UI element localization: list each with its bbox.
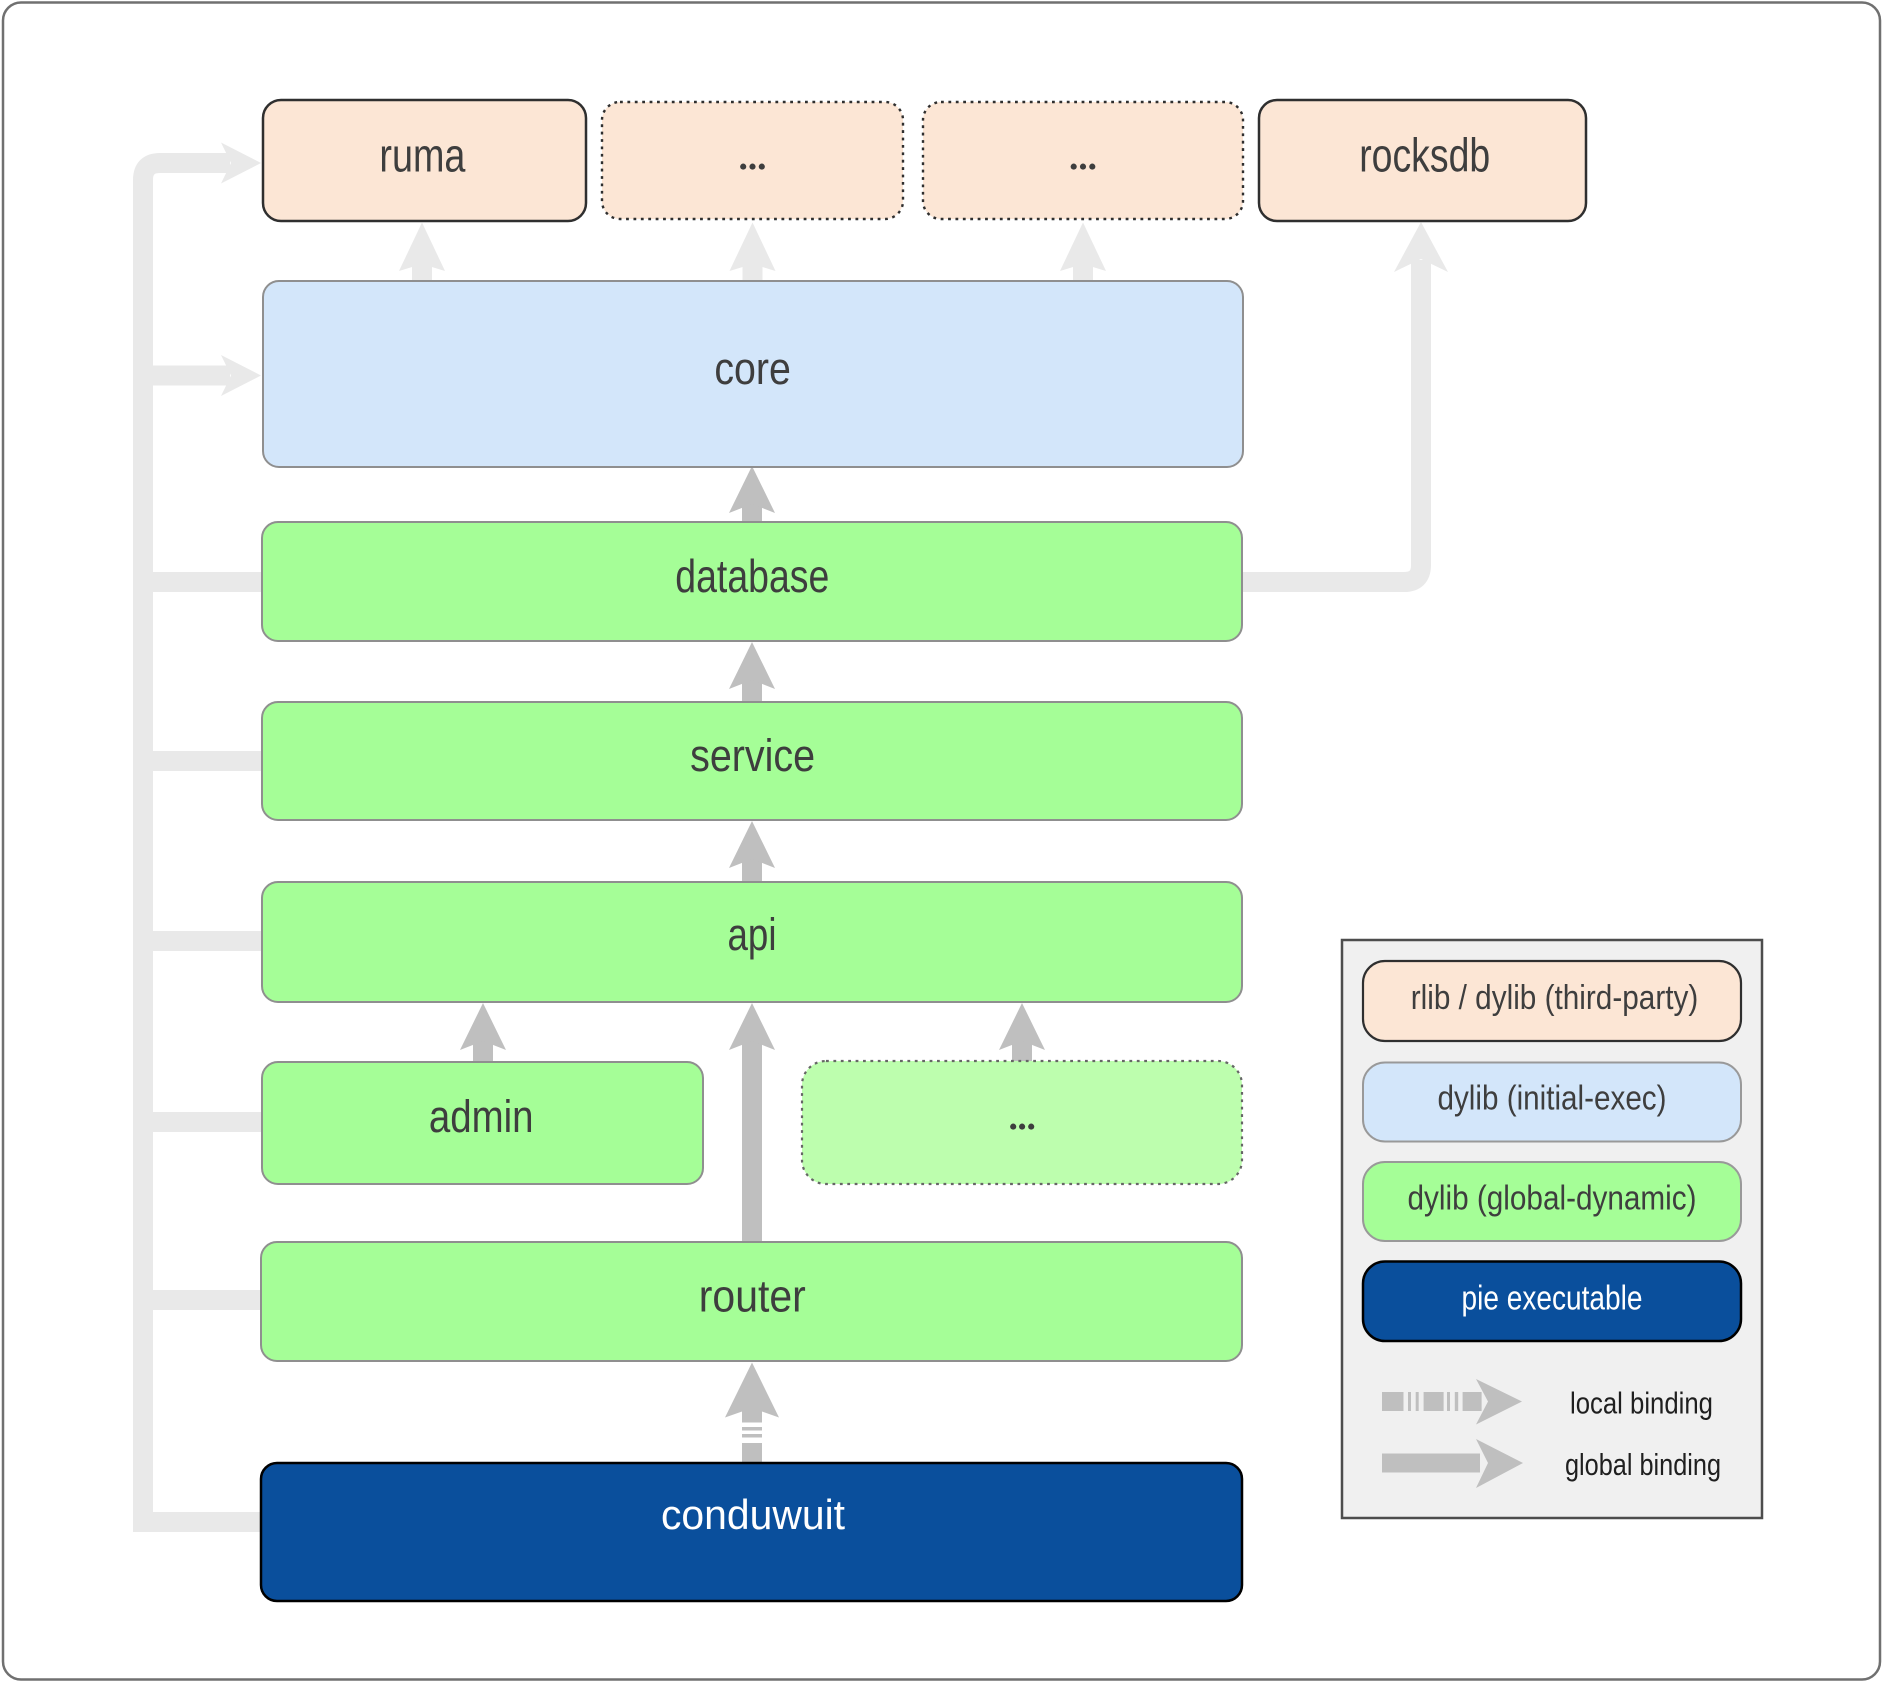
svg-text:rlib / dylib (third-party): rlib / dylib (third-party)	[1411, 979, 1699, 1017]
svg-text:router: router	[699, 1271, 806, 1322]
svg-text:local binding: local binding	[1570, 1386, 1713, 1421]
svg-text:pie executable: pie executable	[1462, 1280, 1643, 1318]
svg-text:api: api	[728, 909, 777, 960]
svg-text:core: core	[714, 343, 791, 394]
svg-text:dylib (initial-exec): dylib (initial-exec)	[1438, 1080, 1667, 1118]
svg-text:dylib (global-dynamic): dylib (global-dynamic)	[1408, 1180, 1697, 1218]
svg-text:conduwuit: conduwuit	[661, 1491, 845, 1538]
svg-text:rocksdb: rocksdb	[1359, 129, 1490, 182]
svg-text:admin: admin	[429, 1091, 534, 1142]
svg-text:database: database	[675, 550, 829, 602]
svg-text:global binding: global binding	[1565, 1447, 1721, 1482]
svg-text:service: service	[690, 730, 815, 781]
svg-text:ruma: ruma	[379, 129, 466, 182]
